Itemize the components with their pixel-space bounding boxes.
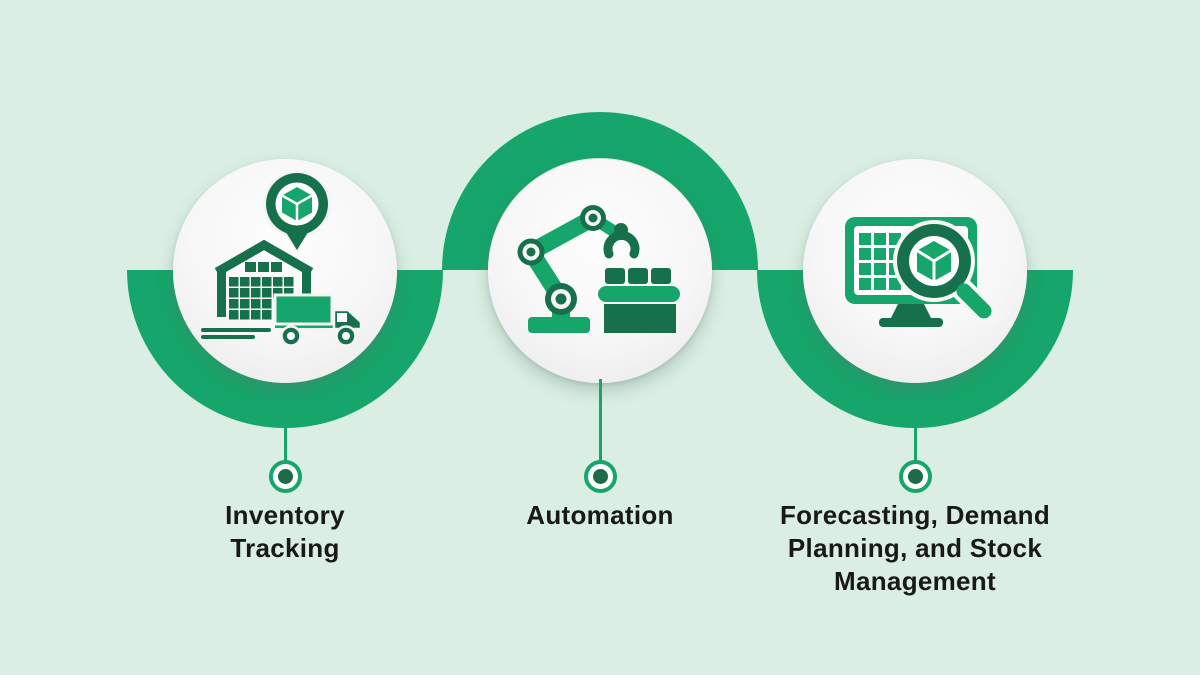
step-circle-inventory — [173, 159, 397, 383]
ribbon-arc-left — [127, 270, 443, 428]
monitor-magnifier-cube-icon — [845, 217, 998, 327]
step-label-inventory-tracking: Inventory Tracking — [225, 500, 345, 563]
connector-line-inventory — [284, 427, 287, 462]
node-dot-icon — [908, 469, 923, 484]
connector-node-forecasting — [899, 460, 932, 493]
step-label-forecasting: Forecasting, Demand Planning, and Stock … — [779, 500, 1051, 596]
step-label-automation: Automation — [526, 500, 674, 530]
robotic-arm-icon — [517, 205, 680, 333]
warehouse-truck-location-pin-icon — [201, 170, 363, 347]
step-circle-forecasting — [803, 159, 1027, 383]
ribbon-arc-right — [757, 270, 1073, 428]
ribbon-arc-middle — [442, 112, 758, 270]
connector-node-automation — [584, 460, 617, 493]
connector-line-forecasting — [914, 427, 917, 462]
node-dot-icon — [278, 469, 293, 484]
connector-line-automation — [599, 379, 602, 462]
step-circle-automation — [488, 159, 712, 383]
node-dot-icon — [593, 469, 608, 484]
connector-node-inventory — [269, 460, 302, 493]
